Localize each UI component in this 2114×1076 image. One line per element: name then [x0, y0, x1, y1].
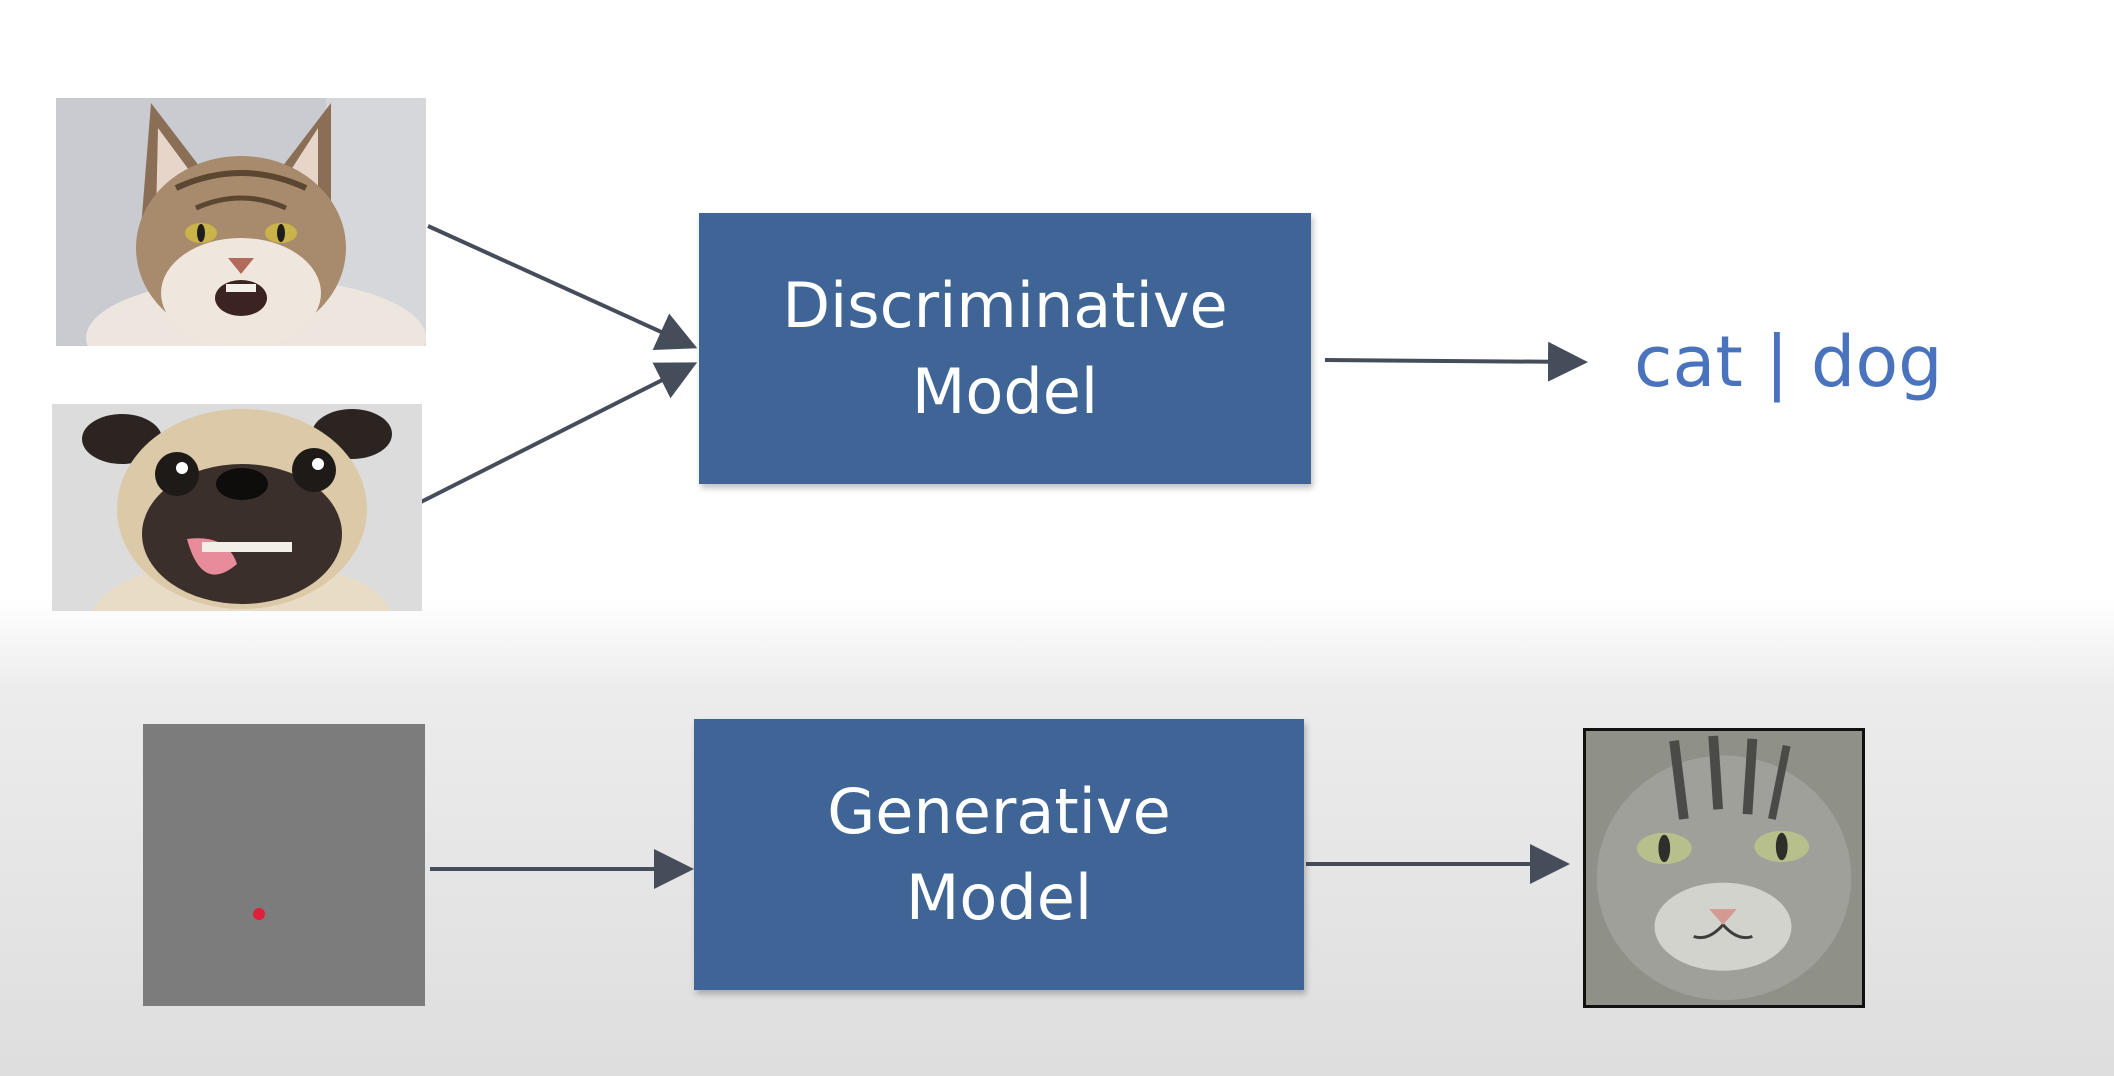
generative-model-label-line2: Model	[905, 860, 1093, 934]
latent-point	[253, 908, 265, 920]
discriminative-model-label-line2: Model	[911, 354, 1099, 428]
cat-to-discriminative-arrow	[427, 224, 698, 350]
generated-cat-photo	[1583, 728, 1865, 1008]
generative-model-box: Generative Model	[694, 719, 1304, 990]
generative-model-label-line1: Generative	[827, 774, 1171, 848]
noise-square	[143, 724, 425, 1006]
dog-to-discriminative-arrow	[412, 362, 698, 508]
dog-photo	[52, 404, 422, 611]
cat-photo	[56, 98, 426, 346]
discriminative-model-label-line1: Discriminative	[782, 268, 1228, 342]
discriminative-model-box: Discriminative Model	[699, 213, 1311, 484]
discriminative-to-output-arrow	[1324, 341, 1588, 382]
classification-output: cat | dog	[1634, 321, 1943, 403]
